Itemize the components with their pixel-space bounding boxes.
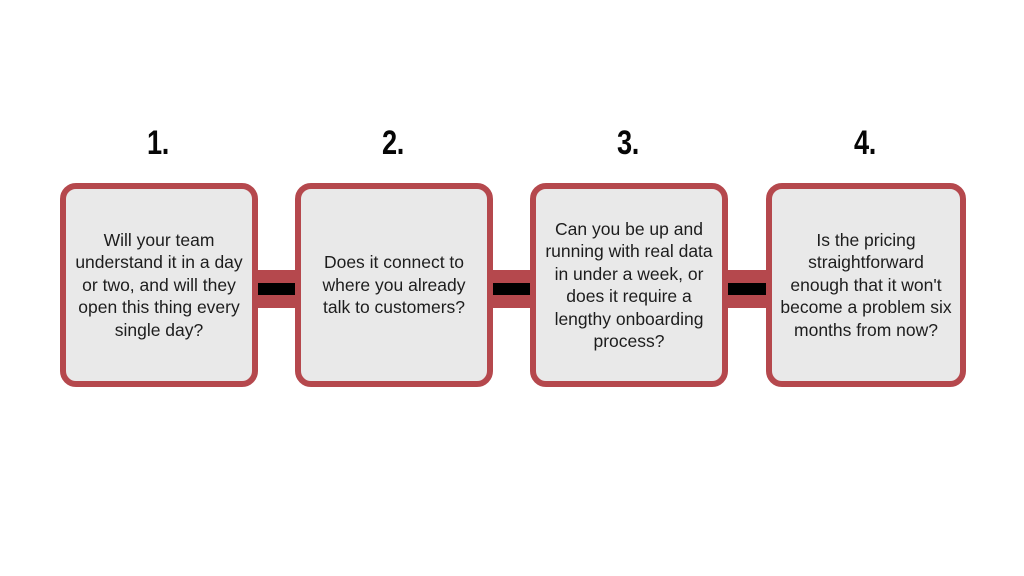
step-number-1: 1. — [147, 124, 169, 162]
step-box-3[interactable]: Can you be up and running with real data… — [530, 183, 728, 387]
step-box-4[interactable]: Is the pricing straightforward enough th… — [766, 183, 966, 387]
step-text-1: Will your team understand it in a day or… — [75, 229, 243, 340]
step-text-3: Can you be up and running with real data… — [545, 218, 713, 352]
step-box-2[interactable]: Does it connect to where you already tal… — [295, 183, 493, 387]
connector-core-3-4 — [718, 283, 776, 295]
step-box-1[interactable]: Will your team understand it in a day or… — [60, 183, 258, 387]
step-number-3: 3. — [617, 124, 639, 162]
step-number-2: 2. — [382, 124, 404, 162]
step-text-4: Is the pricing straightforward enough th… — [780, 229, 952, 340]
step-number-4: 4. — [854, 124, 876, 162]
connector-core-2-3 — [483, 283, 541, 295]
step-text-2: Does it connect to where you already tal… — [322, 252, 466, 318]
connector-core-1-2 — [248, 283, 306, 295]
